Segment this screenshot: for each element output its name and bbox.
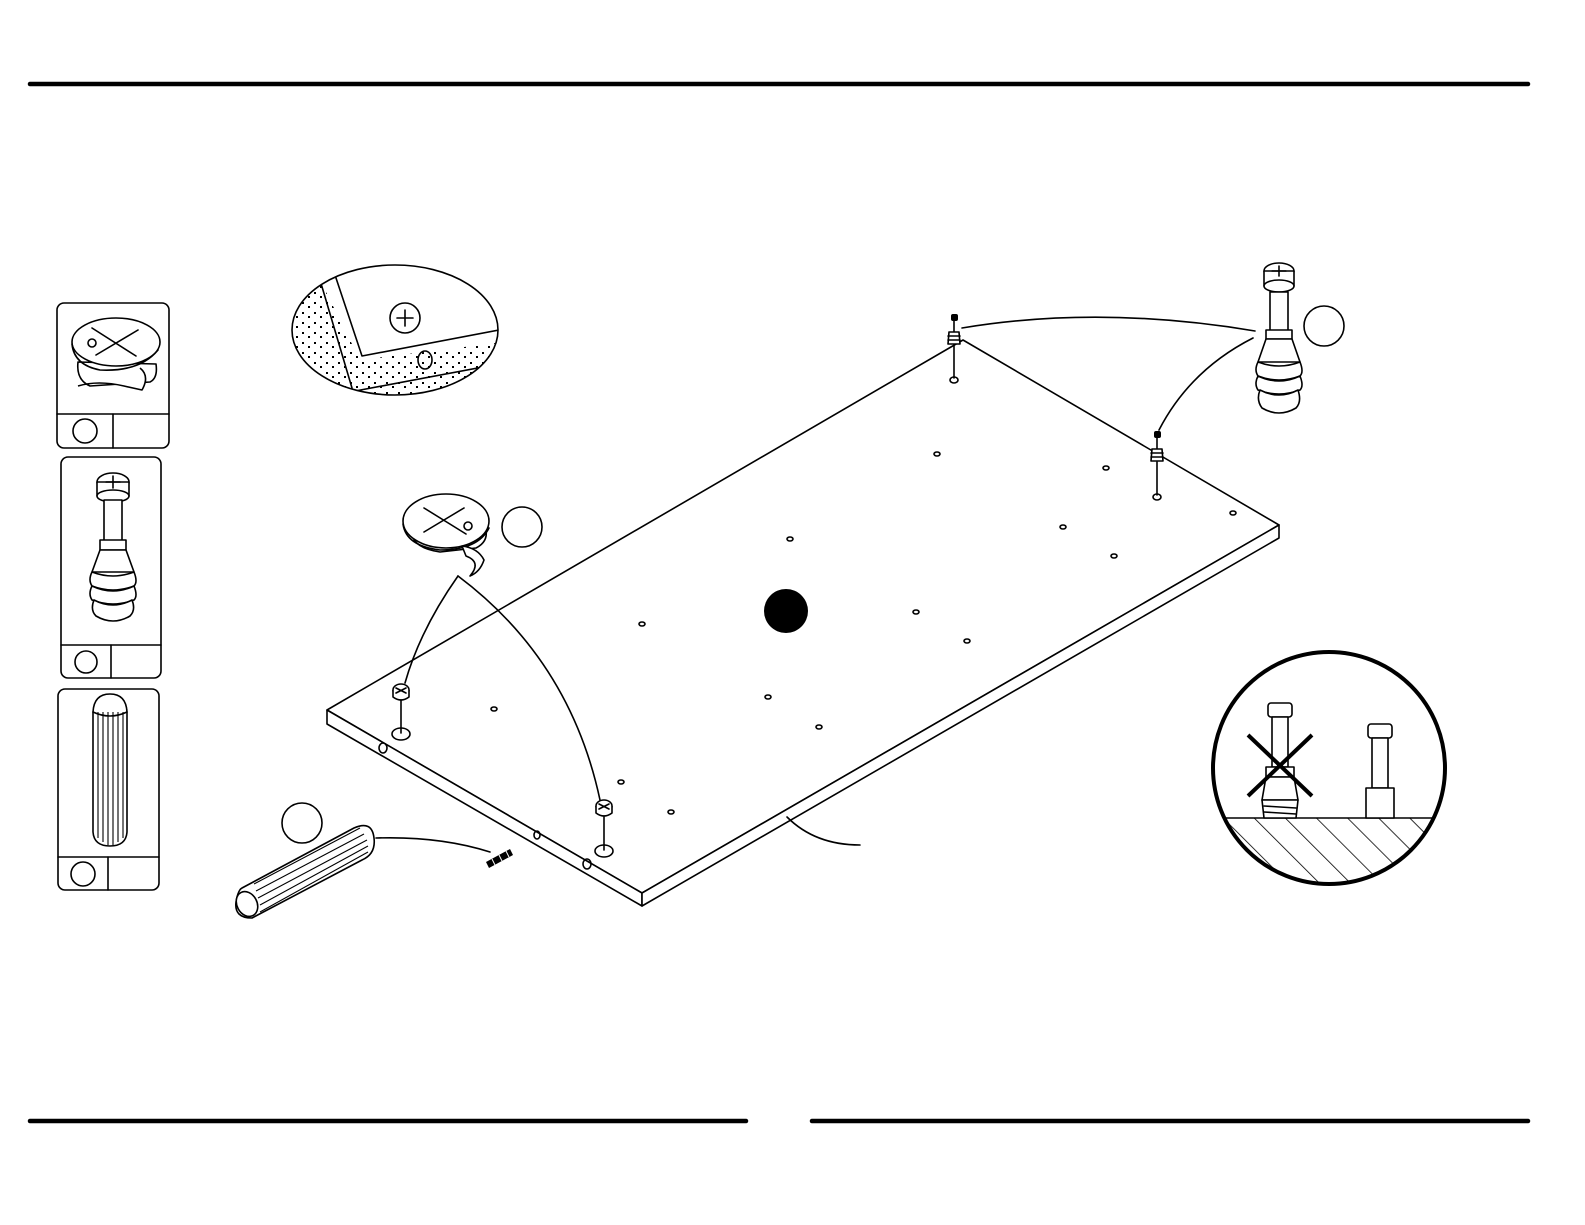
- panel-id-marker: [764, 589, 808, 633]
- parts-legend: [57, 303, 169, 890]
- parts-card-dowel: [58, 689, 159, 890]
- parts-card-cam-bolt: [61, 457, 161, 678]
- panel-leader-line: [787, 817, 860, 845]
- dowel-leader-line: [376, 838, 490, 852]
- edge-detail-bubble: [290, 265, 520, 400]
- parts-card-cam-lock: [57, 303, 169, 448]
- bolt-depth-inset: [1200, 652, 1460, 898]
- cam-bolt-callout: [1304, 306, 1344, 346]
- phillips-head-icon: [390, 303, 420, 333]
- cam-bolt-leader-line: [962, 317, 1255, 331]
- panel: [327, 340, 1279, 906]
- dowel-callout: [282, 803, 322, 843]
- exploded-cam-lock: [403, 494, 489, 576]
- dowel-icon: [93, 694, 127, 846]
- cam-lock-callout: [502, 507, 542, 547]
- exploded-cam-bolt: [1256, 263, 1302, 413]
- exploded-dowel: [232, 826, 374, 921]
- cam-lock-icon: [72, 318, 160, 390]
- cam-bolt-leader-line: [1159, 338, 1253, 430]
